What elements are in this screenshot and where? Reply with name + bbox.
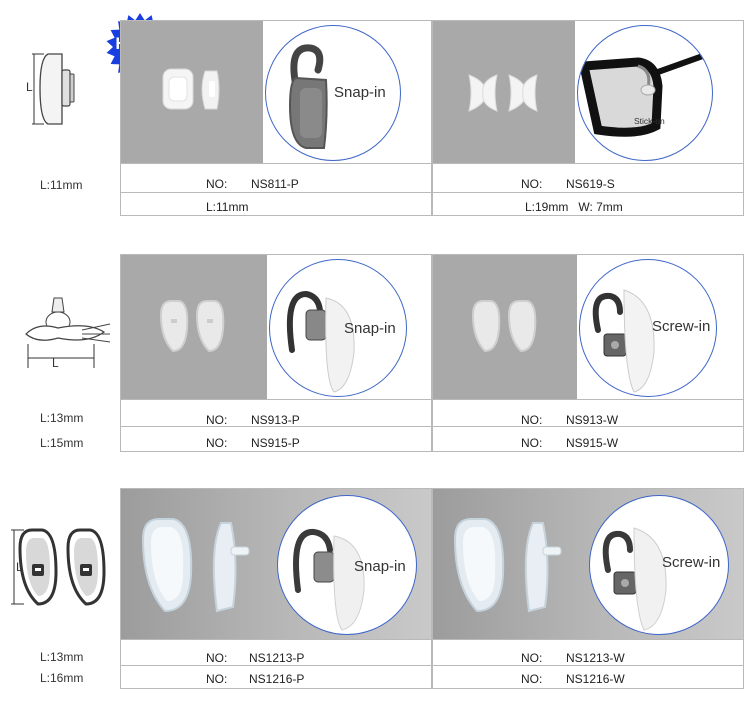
product-code: NS811-P <box>251 177 299 191</box>
detail-inset: Screw-in <box>589 495 729 635</box>
product-panel-ns913-w[interactable]: Screw-in <box>432 254 744 400</box>
no-prefix: NO: <box>521 177 543 191</box>
length-label: L:16mm <box>40 671 84 685</box>
no-prefix: NO: <box>521 672 543 686</box>
inset-label: Screw-in <box>662 554 721 571</box>
no-prefix: NO: <box>206 672 228 686</box>
product-code: NS1213-P <box>249 651 305 665</box>
no-prefix: NO: <box>206 177 228 191</box>
no-prefix: NO: <box>521 413 543 427</box>
product-code: NS915-W <box>566 436 619 450</box>
product-code-row: NO: NS1216-P <box>120 665 432 689</box>
product-spec-row: L:19mm W: 7mm <box>432 192 744 216</box>
product-code-row: NO: NS915-P <box>120 426 432 452</box>
product-panel-ns913-p[interactable]: Snap-in <box>120 254 432 400</box>
diagram-length-letter: L <box>52 356 59 370</box>
product-spec: L:19mm W: 7mm <box>525 200 623 214</box>
nose-pad-diagram-3: L <box>10 524 110 608</box>
diagram-length-letter: L <box>16 560 23 574</box>
product-spec-row: L:11mm <box>120 192 432 216</box>
length-label: L:13mm <box>40 411 84 425</box>
no-prefix: NO: <box>206 413 228 427</box>
product-panel-ns619[interactable]: Stick-on <box>432 20 744 164</box>
product-code: NS913-W <box>566 413 619 427</box>
product-code-row: NO: NS913-W <box>432 399 744 427</box>
product-code: NS1216-W <box>566 672 625 686</box>
product-code-row: NO: NS915-W <box>432 426 744 452</box>
detail-inset: Snap-in <box>269 259 407 397</box>
product-code-row: NO: NS619-S <box>432 163 744 193</box>
inset-label: Snap-in <box>354 558 406 575</box>
detail-inset: Stick-on <box>577 25 713 161</box>
no-prefix: NO: <box>206 651 228 665</box>
product-code: NS1213-W <box>566 651 625 665</box>
product-code: NS619-S <box>566 177 615 191</box>
length-label: L:13mm <box>40 650 84 664</box>
nose-pad-diagram-2: L <box>18 292 114 376</box>
product-photo <box>433 21 575 163</box>
product-code-row: NO: NS1213-W <box>432 639 744 666</box>
inset-label: Snap-in <box>344 320 396 337</box>
diagram-length-letter: L <box>26 80 33 94</box>
product-photo <box>433 255 577 399</box>
detail-inset: Snap-in <box>277 495 417 635</box>
length-label: L:11mm <box>40 178 83 192</box>
product-code: NS915-P <box>251 436 300 450</box>
product-panel-ns811[interactable]: Snap-in <box>120 20 432 164</box>
product-panel-ns1213-w[interactable]: Screw-in <box>432 488 744 640</box>
detail-inset: Screw-in <box>579 259 717 397</box>
inset-label: Snap-in <box>334 84 386 101</box>
no-prefix: NO: <box>206 436 228 450</box>
product-spec: L:11mm <box>206 200 249 214</box>
length-label: L:15mm <box>40 436 84 450</box>
product-code-row: NO: NS1216-W <box>432 665 744 689</box>
inset-label: Stick-on <box>634 116 665 126</box>
product-code-row: NO: NS1213-P <box>120 639 432 666</box>
product-code-row: NO: NS913-P <box>120 399 432 427</box>
product-panel-ns1213-p[interactable]: Snap-in <box>120 488 432 640</box>
product-code: NS913-P <box>251 413 300 427</box>
nose-pad-diagram-1: L <box>22 50 92 130</box>
product-code: NS1216-P <box>249 672 305 686</box>
detail-inset: Snap-in <box>265 25 401 161</box>
product-photo <box>121 255 267 399</box>
inset-label: Screw-in <box>652 318 711 335</box>
product-photo <box>121 21 263 163</box>
no-prefix: NO: <box>521 436 543 450</box>
no-prefix: NO: <box>521 651 543 665</box>
product-code-row: NO: NS811-P <box>120 163 432 193</box>
